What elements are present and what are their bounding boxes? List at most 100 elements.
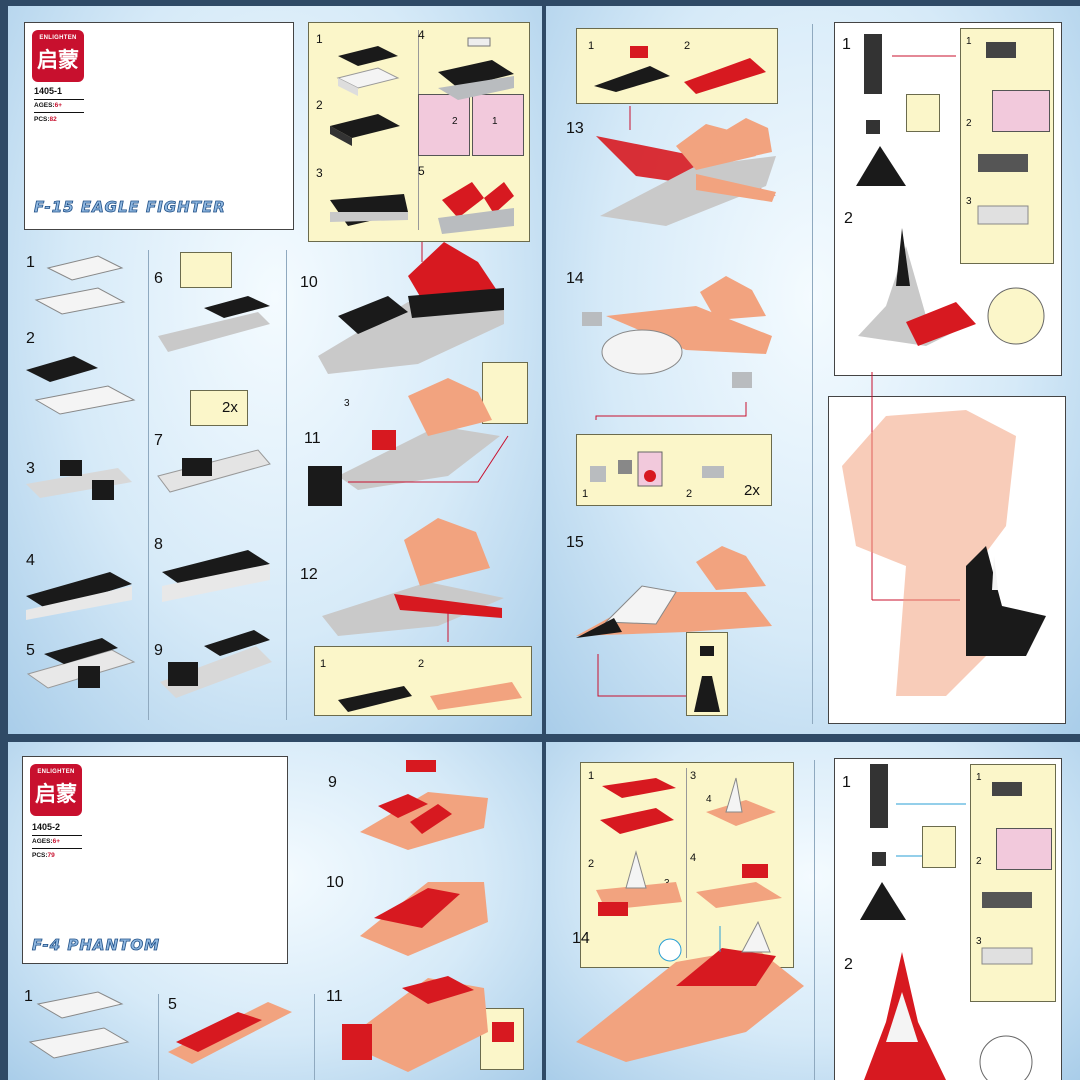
engine-substep-2: 2 [686,488,693,500]
wing13-substep-1: 1 [588,40,595,52]
step-15: 15 [566,534,584,551]
divider [34,99,84,100]
step-10: 10 [326,874,344,891]
step-6: 6 [154,270,163,287]
column-divider [286,250,287,720]
leg-substep-1: 1 [976,772,982,783]
robot-step-1: 1 [842,36,851,53]
step-1: 1 [26,254,35,271]
part-callout-step-7 [190,390,248,426]
substep-2: 2 [316,98,323,112]
step-7: 7 [154,432,163,449]
leg-substep-2: 2 [966,118,972,129]
leg-substep-2: 2 [976,856,982,867]
pcs-value: 82 [49,116,57,123]
divider [34,112,84,113]
f4-tail-art [576,777,804,1062]
ages-value: 6+ [54,102,63,109]
column-divider [314,994,315,1080]
ages-label: AGES: [32,838,53,845]
step-13: 13 [566,120,584,137]
part-callout-step-6 [180,252,232,288]
wing-substep-1: 1 [320,658,327,670]
step-14: 14 [572,930,590,947]
wing-substep-2: 2 [418,658,425,670]
leg-substep-3: 3 [976,936,982,947]
f4-robot-art [860,764,1033,1080]
rotate-callout-left [418,94,470,156]
substep-5: 5 [418,164,425,178]
pcs-label: PCS: [32,852,48,859]
step-2: 2 [26,330,35,347]
rotate-callout-right [472,94,524,156]
instruction-sheet-f4-left: ENLIGHTEN 启蒙 1405-2 AGES:6+ PCS:79 F-4 P… [8,742,542,1080]
pcs-info: PCS:82 [34,116,57,123]
step-9: 9 [154,642,163,659]
step-3: 3 [26,460,35,477]
step-1: 1 [24,988,33,1005]
model-name: F-15 EAGLE FIGHTER [34,198,226,217]
step-11: 11 [326,988,343,1005]
steps-6-9-bricks [157,296,272,698]
quantity-label: 2x [222,399,238,416]
rotate-label-1: 1 [492,116,498,127]
wing13-substep-2: 2 [684,40,691,52]
tail-substep-4: 4 [690,852,697,864]
leg-subassembly-panel [960,28,1054,264]
step-9: 9 [328,774,337,791]
steps-1-5-bricks [26,255,136,689]
steps-13-15-aircraft [576,46,776,712]
robot-step-2: 2 [844,956,853,973]
step-8: 8 [154,536,163,553]
step-4: 4 [26,552,35,569]
brick-assembly-5 [438,182,514,234]
robot-step-1: 1 [842,774,851,791]
engine-quantity-label: 2x [744,482,760,499]
logo-chinese: 启蒙 [37,48,79,72]
substep-3: 3 [316,166,323,180]
substep-4: 4 [418,28,425,42]
instruction-sheet-f4-right: 1 2 3 4 4 3 14 1 2 1 2 3 [546,742,1080,1080]
leg-rotate-callout [992,90,1050,132]
leg-substep-1: 1 [966,36,972,47]
logo-latin: ENLIGHTEN [37,769,75,775]
panel-divider [686,768,687,958]
ages-label: AGES: [34,102,55,109]
pcs-value: 79 [47,852,55,859]
ages-info: AGES:6+ [32,838,60,845]
enlighten-logo: ENLIGHTEN 启蒙 [30,764,82,816]
page-divider [814,760,815,1080]
page-divider [812,24,813,724]
model-name: F-4 PHANTOM [32,936,161,955]
leg-rotate-callout [996,828,1052,870]
tail-substep-1: 1 [588,770,595,782]
step-12: 12 [300,566,318,583]
robot-assembly-art [842,34,1046,696]
robot-step-2: 2 [844,210,853,227]
pcs-info: PCS:79 [32,852,55,859]
enlighten-logo: ENLIGHTEN 启蒙 [32,30,84,82]
step-5: 5 [168,996,177,1013]
part-callout-step-11 [482,362,528,424]
rotate-label-2: 2 [452,116,458,127]
sticker-label-3: 3 [344,398,350,409]
set-code: 1405-1 [34,86,63,96]
brick-stack-1 [336,46,400,96]
subassembly-panel-engine [576,434,772,506]
ages-value: 6+ [52,838,61,845]
pcs-label: PCS: [34,116,50,123]
brick-stack-2 [330,114,400,146]
column-divider [158,994,159,1080]
step-11: 11 [304,430,321,447]
divider [32,848,82,849]
logo-latin: ENLIGHTEN [39,35,77,41]
arrow-label-4: 4 [706,794,712,805]
joint-callout [922,826,956,868]
brick-wedge-3 [330,194,408,226]
divider [32,835,82,836]
tail-substep-2: 2 [588,858,595,870]
instruction-sheet-f15-left: ENLIGHTEN 启蒙 1405-1 AGES:6+ PCS:82 F-15 … [8,6,542,734]
leg-substep-3: 3 [966,196,972,207]
step-10: 10 [300,274,318,291]
substep-1: 1 [316,32,323,46]
